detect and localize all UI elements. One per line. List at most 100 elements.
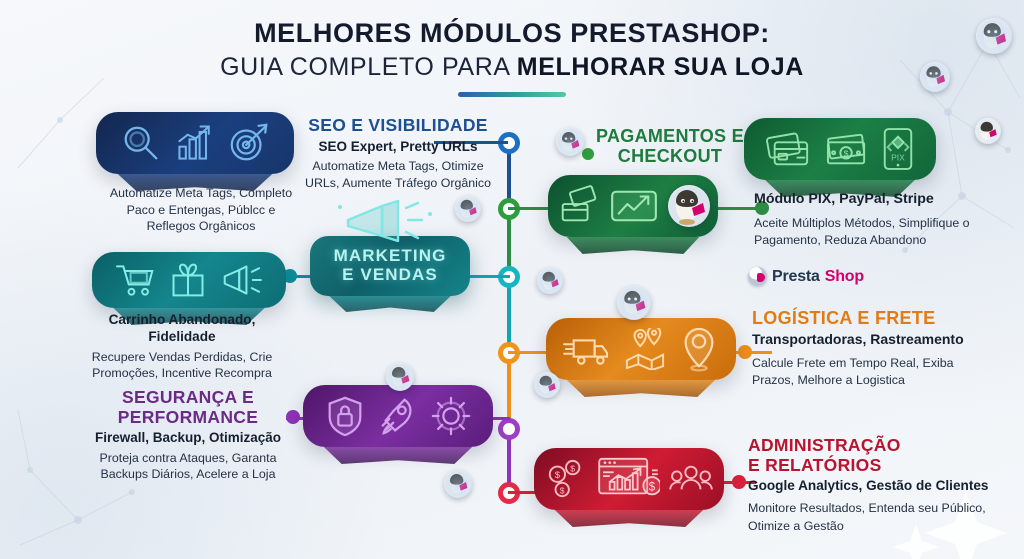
spine-segment-blue-green	[507, 142, 511, 208]
marketing-icon-box[interactable]	[92, 252, 286, 325]
growth-arrow-screen-icon	[611, 190, 657, 222]
seo-subheading: SEO Expert, Pretty URLs	[318, 138, 478, 154]
mascot-avatar-seguranca	[386, 363, 414, 391]
card-swipe-icon	[561, 185, 597, 222]
administracao-subheading: Google Analytics, Gestão de Clientes	[748, 478, 989, 494]
target-arrow-icon	[230, 123, 268, 161]
pagamentos-cards-box[interactable]: $ PIX	[744, 118, 936, 197]
wire-pagamentos-right	[718, 207, 756, 210]
spine-segment-orange-purple	[507, 352, 511, 428]
wire-marketing-right	[462, 275, 510, 278]
mascot-avatar-lower-mid	[534, 372, 560, 398]
wire-administracao	[508, 491, 552, 494]
prestashop-word-shop: Shop	[824, 267, 864, 285]
logistica-subheading: Transportadoras, Rastreamento	[752, 331, 964, 348]
gift-box-icon	[172, 263, 204, 297]
logistica-text-block: LOGÍSTICA E FRETE Transportadoras, Rastr…	[752, 308, 994, 390]
logistica-icon-box[interactable]	[546, 318, 736, 397]
seguranca-subheading: Firewall, Backup, Otimização	[94, 430, 282, 446]
administracao-description: Monitore Resultados, Entenda seu Público…	[748, 501, 986, 533]
central-connector-spine	[498, 132, 520, 504]
mascot-avatar-logistica	[617, 286, 651, 320]
mascot-avatar-top-right	[976, 18, 1012, 54]
location-pin-icon	[684, 327, 714, 372]
pagamentos-text-block: Módulo PIX, PayPal, Stripe Aceite Múltip…	[754, 188, 990, 250]
coins-dollar-icon: $ $ $	[548, 459, 581, 498]
svg-text:$: $	[560, 485, 565, 495]
wire-pagamentos	[508, 207, 554, 210]
mascot-avatar-mid	[537, 268, 563, 294]
pagamentos-description: Aceite Múltiplos Métodos, Simplifique o …	[754, 215, 970, 248]
mascot-avatar-upper-right	[920, 62, 950, 92]
seguranca-icon-box[interactable]	[303, 385, 493, 464]
seguranca-text-block: SEGURANÇA E PERFORMANCE Firewall, Backup…	[82, 387, 294, 483]
title-line-2: GUIA COMPLETO PARA MELHORAR SUA LOJA	[0, 52, 1024, 83]
prestashop-mascot-icon	[668, 185, 710, 227]
map-pins-icon	[625, 328, 665, 370]
svg-text:$: $	[844, 149, 849, 159]
administracao-heading-line-2: E RELATÓRIOS	[748, 454, 882, 475]
spine-segment-purple-red	[507, 428, 511, 492]
users-group-icon	[669, 465, 713, 490]
mascot-avatar-marketing-top	[455, 196, 481, 222]
prestashop-logo: Presta Shop	[748, 267, 864, 286]
pagamentos-left-box[interactable]	[548, 175, 718, 254]
pagamentos-heading: PAGAMENTOS E CHECKOUT	[596, 126, 744, 167]
logistica-heading: LOGÍSTICA E FRETE	[752, 308, 936, 328]
credit-cards-icon	[766, 132, 809, 166]
spine-segment-teal-orange	[507, 276, 511, 352]
title-line-2-bold: MELHORAR SUA LOJA	[516, 52, 804, 81]
delivery-truck-icon	[563, 339, 609, 365]
pix-phone-icon: PIX	[883, 128, 913, 170]
spine-node-seguranca[interactable]	[498, 418, 520, 440]
seo-caption-text: Automatize Meta Tags, Completo Paco e En…	[109, 186, 293, 234]
page-title: MELHORES MÓDULOS PRESTASHOP: GUIA COMPLE…	[0, 18, 1024, 97]
mascot-avatar-pagamentos	[556, 128, 584, 156]
logistica-description: Calcule Frete em Tempo Real, Exiba Prazo…	[752, 355, 954, 388]
wire-logistica-right	[736, 351, 772, 354]
svg-text:$: $	[649, 482, 656, 494]
mascot-avatar-bottom-left	[444, 470, 472, 498]
seo-text-block: SEO E VISIBILIDADE SEO Expert, Pretty UR…	[298, 115, 498, 191]
seguranca-description: Proteja contra Ataques, Garanta Backups …	[99, 451, 277, 482]
wire-marketing-left	[282, 275, 314, 278]
administracao-heading-line-1: ADMINISTRAÇÃO	[748, 435, 901, 455]
marketing-badge-line-1: MARKETING	[333, 246, 447, 266]
title-line-1: MELHORES MÓDULOS PRESTASHOP:	[254, 18, 770, 48]
marketing-description: Recupere Vendas Perdidas, Crie Promoções…	[91, 349, 273, 381]
pagamentos-title-block: PAGAMENTOS E CHECKOUT	[592, 126, 748, 166]
spine-segment-green-teal	[507, 208, 511, 276]
seo-description: Automatize Meta Tags, Otimize URLs, Aume…	[305, 159, 491, 190]
gear-icon	[431, 396, 471, 436]
prestashop-word-presta: Presta	[772, 267, 820, 285]
marketing-text-block: Carrinho Abandonado, Fidelidade Recupere…	[74, 312, 290, 382]
banknote-dollar-icon: $	[827, 133, 866, 165]
pagamentos-subheading: Módulo PIX, PayPal, Stripe	[754, 191, 934, 207]
megaphone-icon	[223, 265, 262, 295]
seguranca-heading-line-2: PERFORMANCE	[117, 406, 259, 427]
dashboard-chart-icon: $	[598, 457, 660, 496]
shield-lock-icon	[328, 396, 362, 437]
svg-text:$: $	[570, 463, 575, 473]
marketing-center-badge[interactable]: MARKETING E VENDAS	[310, 199, 470, 312]
wire-logistica	[508, 351, 552, 354]
administracao-icon-box[interactable]: $ $ $ $	[534, 448, 724, 527]
prestashop-mark-icon	[748, 267, 767, 286]
seguranca-heading-line-1: SEGURANÇA E	[122, 387, 254, 407]
seo-box-caption: Automatize Meta Tags, Completo Paco e En…	[106, 182, 296, 235]
marketing-badge-line-2: E VENDAS	[342, 265, 438, 284]
title-underline	[458, 91, 566, 97]
seo-icon-box[interactable]	[96, 112, 294, 191]
megaphone-large-icon	[338, 199, 432, 243]
administracao-text-block: ADMINISTRAÇÃO E RELATÓRIOS Google Analyt…	[748, 435, 998, 535]
seo-heading: SEO E VISIBILIDADE	[308, 115, 488, 135]
shopping-cart-icon	[116, 265, 154, 296]
wire-seo	[434, 141, 508, 144]
marketing-subheading: Carrinho Abandonado, Fidelidade	[108, 312, 256, 344]
svg-text:PIX: PIX	[891, 152, 905, 162]
magnifier-icon	[124, 126, 158, 160]
rocket-icon	[381, 398, 412, 435]
bar-chart-growth-icon	[178, 125, 210, 160]
mascot-avatar-right-small	[975, 118, 1001, 144]
